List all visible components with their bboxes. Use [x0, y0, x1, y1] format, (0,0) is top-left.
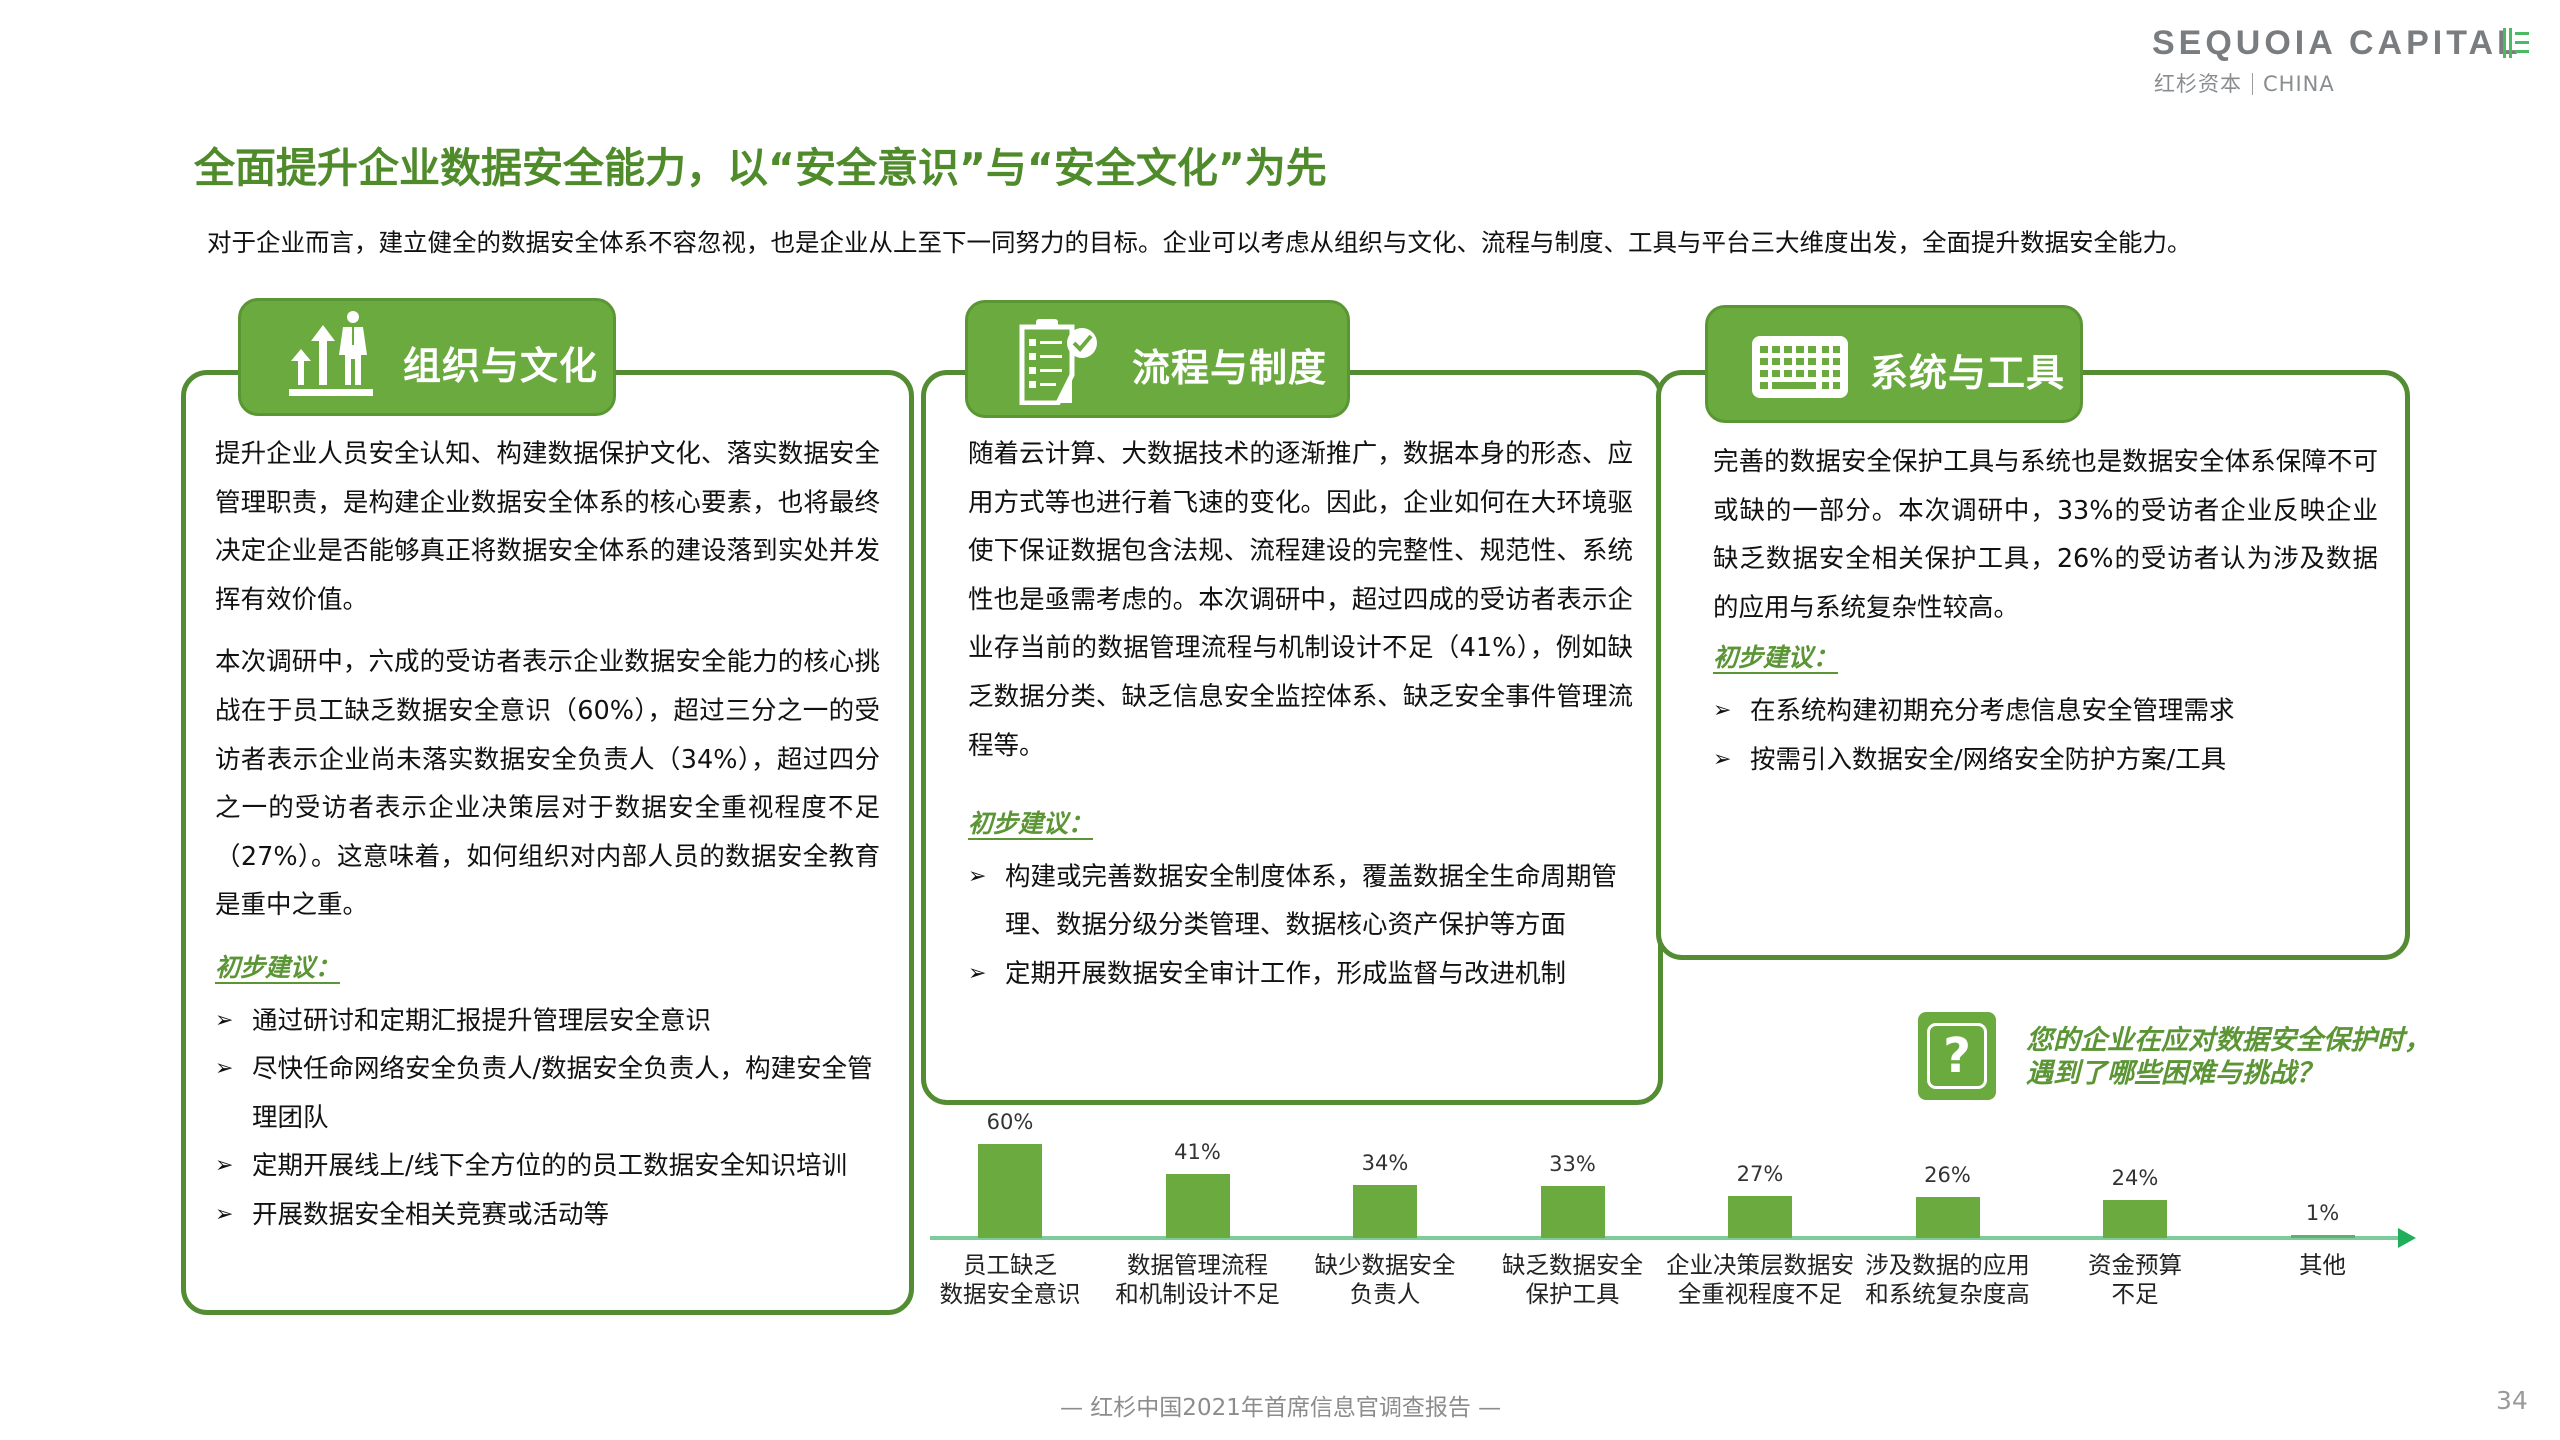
bar-group: 33% 缺乏数据安全保护工具: [1483, 1095, 1663, 1335]
arrow-bullet-icon: ➢: [215, 1056, 234, 1082]
bar: [1728, 1195, 1792, 1238]
bar-group: 24% 资金预算不足: [2045, 1095, 2225, 1335]
bar: [1915, 1197, 1980, 1238]
bar-group: 26% 涉及数据的应用和系统复杂度高: [1858, 1095, 2038, 1335]
bar-group: 41% 数据管理流程和机制设计不足: [1108, 1095, 1288, 1335]
bar: [1165, 1173, 1230, 1238]
card-systems-tools: [1656, 370, 2410, 960]
suggestions-heading: 初步建议：: [215, 952, 341, 982]
card-body: 提升企业人员安全认知、构建数据保护文化、落实数据安全管理职责，是构建企业数据安全…: [215, 430, 880, 1240]
card-body: 随着云计算、大数据技术的逐渐推广，数据本身的形态、应用方式等也进行着飞速的变化。…: [968, 430, 1633, 999]
arrow-bullet-icon: ➢: [215, 1153, 234, 1179]
arrow-bullet-icon: ➢: [968, 863, 987, 889]
tab-label: 系统与工具: [1870, 351, 2066, 395]
bar: [1540, 1186, 1605, 1238]
card-body: 完善的数据安全保护工具与系统也是数据安全体系保障不可或缺的一部分。本次调研中，3…: [1713, 438, 2378, 784]
bar-value-label: 33%: [1549, 1152, 1596, 1177]
bar-value-label: 26%: [1924, 1163, 1971, 1188]
suggestions-heading: 初步建议：: [1713, 643, 1839, 673]
bar-value-label: 41%: [1174, 1139, 1221, 1164]
tab-systems-tools: 系统与工具: [1705, 305, 2083, 423]
arrow-bullet-icon: ➢: [1713, 697, 1732, 723]
question-mark-icon: ?: [1918, 1012, 1996, 1100]
suggestions-list: ➢构建或完善数据安全制度体系，覆盖数据全生命周期管理、数据分级分类管理、数据核心…: [968, 853, 1633, 999]
suggestions-list: ➢通过研讨和定期汇报提升管理层安全意识 ➢尽快任命网络安全负责人/数据安全负责人…: [215, 997, 880, 1240]
paragraph: 本次调研中，六成的受访者表示企业数据安全能力的核心挑战在于员工缺乏数据安全意识（…: [215, 647, 880, 921]
bar-value-label: 1%: [2305, 1201, 2340, 1225]
arrow-bullet-icon: ➢: [215, 1007, 234, 1033]
arrow-bullet-icon: ➢: [1713, 746, 1732, 772]
list-item: ➢尽快任命网络安全负责人/数据安全负责人，构建安全管理团队: [215, 1045, 880, 1142]
list-item: ➢定期开展数据安全审计工作，形成监督与改进机制: [968, 950, 1633, 999]
list-item: ➢开展数据安全相关竞赛或活动等: [215, 1191, 880, 1240]
paragraph: 随着云计算、大数据技术的逐渐推广，数据本身的形态、应用方式等也进行着飞速的变化。…: [968, 439, 1633, 761]
bar-group: 27% 企业决策层数据安全重视程度不足: [1666, 1095, 1854, 1335]
arrow-bullet-icon: ➢: [215, 1201, 234, 1227]
tab-process-policy: 流程与制度: [965, 300, 1350, 418]
list-item: ➢在系统构建初期充分考虑信息安全管理需求: [1713, 687, 2378, 736]
bar-category-label: 缺乏数据安全保护工具: [1502, 1251, 1643, 1308]
clipboard-check-icon: [1019, 319, 1097, 405]
bar-group: 60% 员工缺乏数据安全意识: [920, 1095, 1100, 1335]
bar: [2103, 1200, 2167, 1238]
axis-arrow-icon: [2398, 1228, 2416, 1248]
card-organization-culture: [181, 370, 914, 1315]
list-item: ➢定期开展线上/线下全方位的的员工数据安全知识培训: [215, 1142, 880, 1191]
bar-value-label: 60%: [986, 1110, 1034, 1134]
bar-category-label: 资金预算不足: [2088, 1251, 2182, 1308]
list-item: ➢构建或完善数据安全制度体系，覆盖数据全生命周期管理、数据分级分类管理、数据核心…: [968, 853, 1633, 950]
paragraph: 完善的数据安全保护工具与系统也是数据安全体系保障不可或缺的一部分。本次调研中，3…: [1713, 447, 2378, 623]
x-axis: [930, 1236, 2400, 1240]
page-number: 34: [2496, 1386, 2528, 1415]
suggestions-heading: 初步建议：: [968, 809, 1094, 839]
question-text: 您的企业在应对数据安全保护时， 遇到了哪些困难与挑战？: [2026, 1025, 2431, 1089]
tab-organization-culture: 组织与文化: [238, 298, 616, 416]
bar-value-label: 27%: [1736, 1161, 1784, 1186]
bar-value-label: 34%: [1361, 1150, 1409, 1175]
bar-group: 1% 其他: [2233, 1095, 2413, 1335]
keyboard-icon: [1752, 336, 1848, 398]
growth-arrows-person-icon: [289, 311, 373, 396]
tab-label: 组织与文化: [403, 344, 599, 388]
arrow-bullet-icon: ➢: [968, 960, 987, 986]
bar-category-label: 企业决策层数据安全重视程度不足: [1666, 1251, 1854, 1308]
bar-category-label: 缺少数据安全负责人: [1314, 1251, 1456, 1308]
bar: [1353, 1184, 1417, 1238]
challenges-bar-chart: 60% 员工缺乏数据安全意识 41% 数据管理流程和机制设计不足 34% 缺少数据安全负责…: [920, 1095, 2420, 1335]
bar-value-label: 24%: [2111, 1166, 2159, 1191]
report-footer: — 红杉中国2021年首席信息官调查报告 —: [1060, 1395, 1502, 1421]
sequoia-leaf-icon: [2503, 28, 2529, 58]
list-item: ➢通过研讨和定期汇报提升管理层安全意识: [215, 997, 880, 1046]
paragraph: 提升企业人员安全认知、构建数据保护文化、落实数据安全管理职责，是构建企业数据安全…: [215, 439, 880, 615]
card-process-policy: [921, 370, 1663, 1105]
bar-group: 34% 缺少数据安全负责人: [1295, 1095, 1475, 1335]
page-title: 全面提升企业数据安全能力，以“安全意识”与“安全文化”为先: [194, 144, 1327, 192]
suggestions-list: ➢在系统构建初期充分考虑信息安全管理需求 ➢按需引入数据安全/网络安全防护方案/…: [1713, 687, 2378, 784]
bar-category-label: 其他: [2299, 1251, 2346, 1279]
intro-text: 对于企业而言，建立健全的数据安全体系不容忽视，也是企业从上至下一同努力的目标。企…: [207, 228, 2192, 257]
bar: [978, 1144, 1042, 1238]
list-item: ➢按需引入数据安全/网络安全防护方案/工具: [1713, 736, 2378, 785]
bar-category-label: 数据管理流程和机制设计不足: [1115, 1251, 1280, 1308]
logo-wordmark: SEQUOIA CAPITAL: [2152, 24, 2522, 62]
tab-label: 流程与制度: [1132, 346, 1328, 390]
bar-category-label: 员工缺乏数据安全意识: [939, 1251, 1081, 1308]
survey-question: ? 您的企业在应对数据安全保护时， 遇到了哪些困难与挑战？: [1918, 1010, 2458, 1105]
bar: [2290, 1235, 2355, 1238]
bar-category-label: 涉及数据的应用和系统复杂度高: [1865, 1251, 2030, 1308]
